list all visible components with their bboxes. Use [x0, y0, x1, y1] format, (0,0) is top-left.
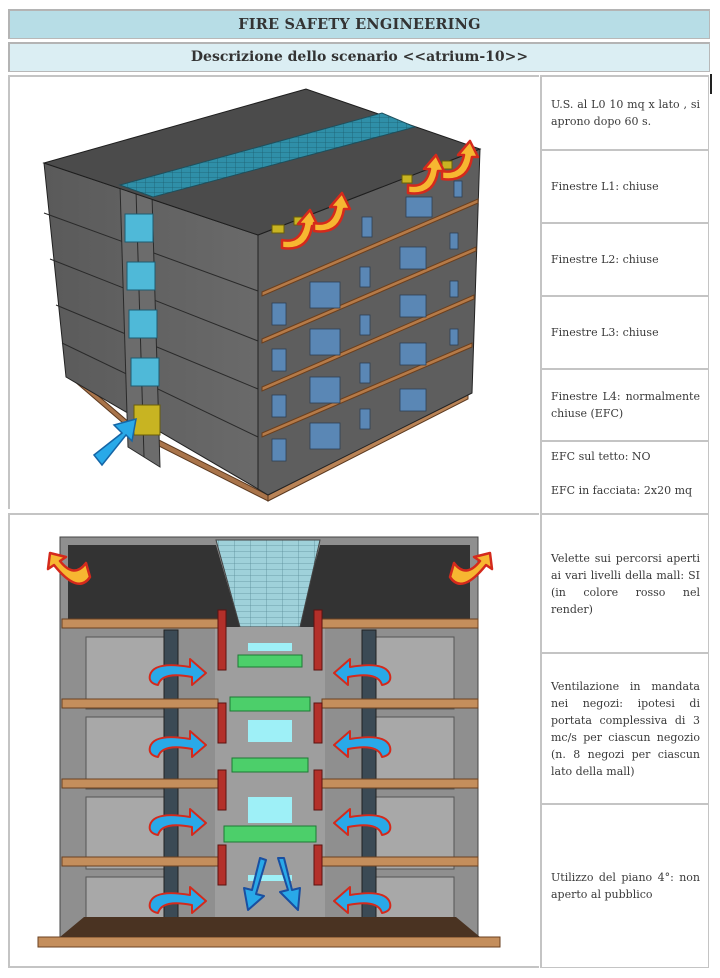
note-cell-efc: EFC sul tetto: NO EFC in facciata: 2x20 …: [540, 440, 709, 513]
note-cell-windows-l3: Finestre L3: chiuse: [540, 295, 709, 368]
air-arrow-icon: [333, 886, 392, 914]
air-arrow-icon: [148, 730, 207, 758]
note-cell-us-l0: U.S. al L0 10 mq x lato , si aprono dopo…: [540, 75, 709, 149]
supply-air-arrows: [148, 658, 392, 914]
roof-right: [298, 545, 470, 627]
note-efc-facade: EFC in facciata: 2x20 mq: [551, 484, 693, 497]
smoke-exhaust-arrows: [46, 551, 494, 585]
smoke-arrow-icon: [440, 139, 480, 181]
air-arrow-icon: [333, 808, 392, 836]
note-cell-floor4: Utilizzo del piano 4°: non aperto al pub…: [540, 803, 709, 968]
smoke-arrow-icon: [312, 191, 352, 233]
atrium-air-arrows: [243, 857, 301, 911]
page-title: FIRE SAFETY ENGINEERING: [238, 16, 481, 33]
note-cell-windows-l2: Finestre L2: chiuse: [540, 222, 709, 295]
smoke-arrow-icon: [406, 153, 446, 195]
ground-floor: [60, 917, 480, 937]
scenario-title: Descrizione dello scenario <<atrium-10>>: [190, 49, 529, 65]
air-arrow-icon: [333, 730, 392, 758]
down-arrow-icon: [277, 857, 301, 911]
facade-windows: [271, 180, 463, 462]
air-inlet-arrow-icon: [92, 417, 137, 467]
note-windows-l2: Finestre L2: chiuse: [551, 253, 659, 266]
smoke-arrow-icon: [448, 551, 494, 585]
section-render-cell: [8, 513, 539, 968]
note-ventilation: Ventilazione in mandata nei negozi: ipot…: [551, 679, 700, 778]
note-windows-l1: Finestre L1: chiuse: [551, 180, 659, 193]
note-windows-l4: Finestre L4: normalmente chiuse (EFC): [551, 390, 700, 420]
note-cell-ventilation: Ventilazione in mandata nei negozi: ipot…: [540, 652, 709, 803]
scrollbar[interactable]: [710, 74, 712, 94]
atrium-section-render: [37, 536, 501, 948]
note-windows-l3: Finestre L3: chiuse: [551, 326, 659, 339]
note-cell-windows-l1: Finestre L1: chiuse: [540, 149, 709, 222]
note-floor4: Utilizzo del piano 4°: non aperto al pub…: [551, 871, 700, 901]
exterior-render-cell: [8, 75, 539, 509]
air-arrow-icon: [148, 886, 207, 914]
page-title-bar: FIRE SAFETY ENGINEERING: [8, 9, 710, 39]
note-us-l0: U.S. al L0 10 mq x lato , si aprono dopo…: [551, 98, 700, 128]
atrium-void: [215, 627, 325, 927]
roof-left: [68, 545, 240, 627]
entrance-door: [133, 404, 161, 436]
air-arrow-icon: [148, 658, 207, 686]
air-arrow-icon: [148, 808, 207, 836]
atrium-far-glazing: [248, 643, 292, 881]
exterior-building-render: [42, 88, 482, 502]
note-velette: Velette sui percorsi aperti ai vari live…: [551, 551, 700, 616]
note-cell-velette: Velette sui percorsi aperti ai vari live…: [540, 513, 709, 652]
air-arrow-icon: [333, 658, 392, 686]
smoke-exhaust-arrows: [280, 139, 480, 250]
roof-skylight: [118, 112, 417, 198]
walkway-bridges: [223, 654, 317, 843]
balcony-bands: [261, 198, 479, 438]
smoke-arrow-icon: [46, 551, 92, 585]
down-arrow-icon: [243, 857, 267, 911]
velette-smoke-curtains: [217, 609, 323, 886]
scenario-title-bar: Descrizione dello scenario <<atrium-10>>: [8, 42, 710, 72]
note-efc-roof: EFC sul tetto: NO: [551, 450, 651, 463]
note-cell-windows-l4: Finestre L4: normalmente chiuse (EFC): [540, 368, 709, 440]
stair-windows: [124, 213, 160, 387]
smoke-arrow-icon: [280, 208, 320, 250]
